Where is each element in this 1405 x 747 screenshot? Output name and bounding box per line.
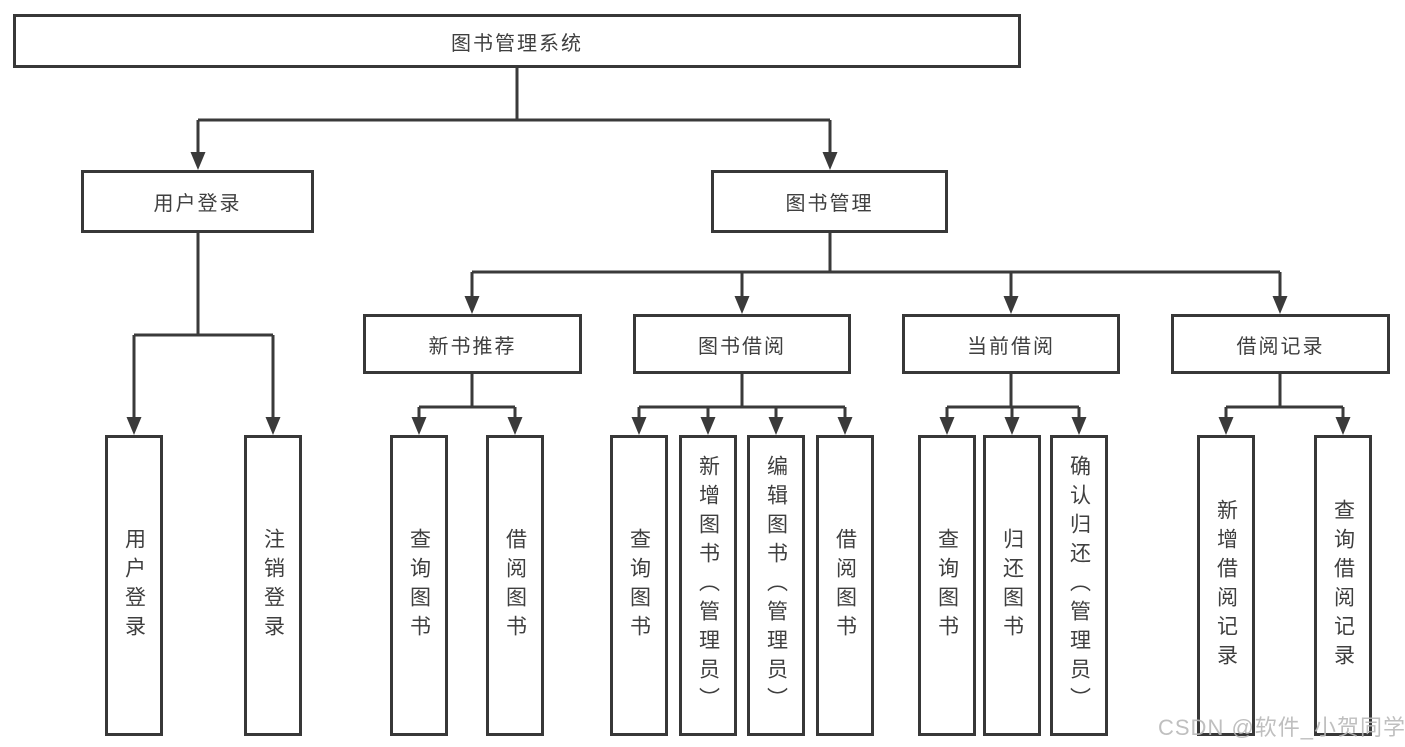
connector-new-book-rec-to-leaves [417,374,517,417]
node-book-borrow: 图书借阅 [633,314,851,374]
node-book-management: 图书管理 [711,170,948,233]
connector-user-login-to-leaves [132,233,275,417]
leaf-user-login: 用户登录 [105,435,163,736]
arrowheads [126,152,1351,435]
leaf-cb-query-books: 查询图书 [918,435,976,736]
connector-book-mgmt-to-level3 [470,233,1282,296]
connector-book-borrow-to-leaves [637,374,847,417]
node-user-login: 用户登录 [81,170,314,233]
leaf-cb-return-books: 归还图书 [983,435,1041,736]
leaf-nbr-borrow-books: 借阅图书 [486,435,544,736]
leaf-bb-add-books-admin: 新增图书（管理员） [679,435,737,736]
leaf-br-query-record: 查询借阅记录 [1314,435,1372,736]
csdn-watermark: CSDN @软件_小贺同学 [1158,715,1405,740]
leaf-nbr-query-books: 查询图书 [390,435,448,736]
leaf-logout: 注销登录 [244,435,302,736]
node-borrow-records: 借阅记录 [1171,314,1390,374]
connector-borrow-records-to-leaves [1224,374,1345,417]
connector-root-to-level2 [196,68,832,152]
leaf-bb-borrow-books: 借阅图书 [816,435,874,736]
leaf-bb-edit-books-admin: 编辑图书（管理员） [747,435,805,736]
leaf-bb-query-books: 查询图书 [610,435,668,736]
leaf-cb-confirm-return-admin: 确认归还（管理员） [1050,435,1108,736]
node-current-borrow: 当前借阅 [902,314,1120,374]
node-root-library-system: 图书管理系统 [13,14,1021,68]
node-new-book-recommend: 新书推荐 [363,314,582,374]
connector-current-borrow-to-leaves [945,374,1081,417]
leaf-br-add-record: 新增借阅记录 [1197,435,1255,736]
